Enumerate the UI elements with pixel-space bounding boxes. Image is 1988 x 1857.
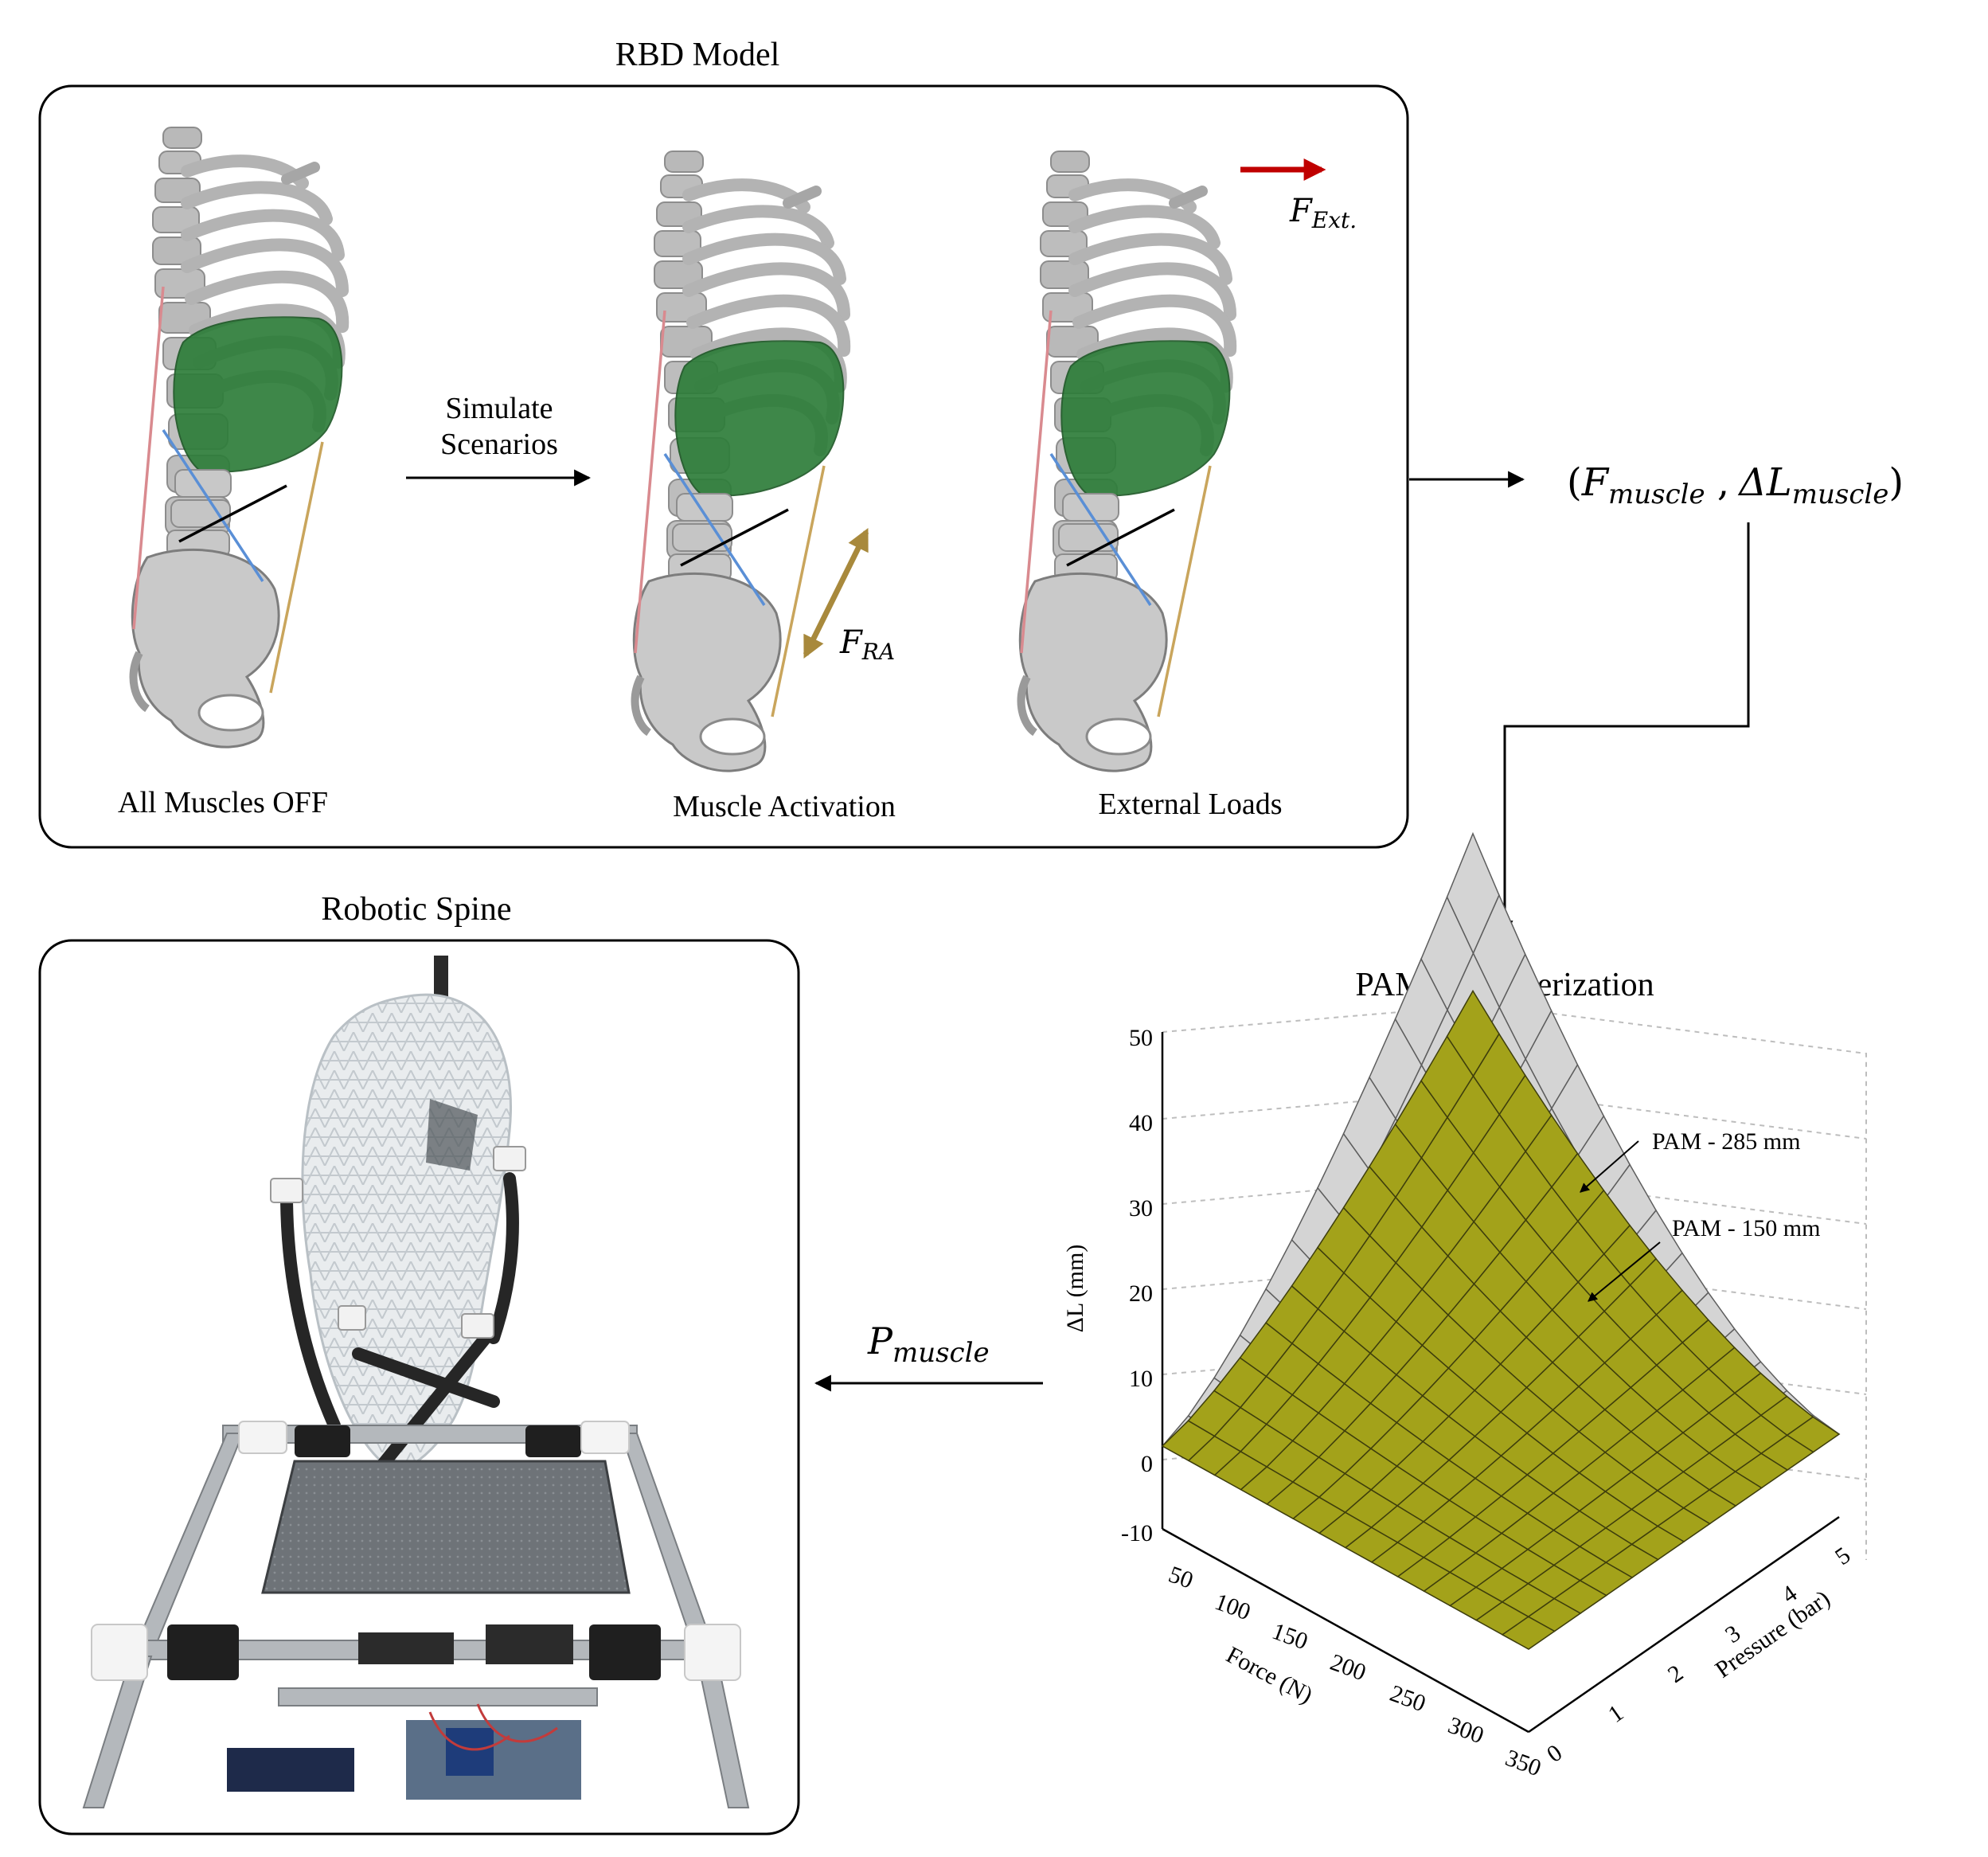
- clavicle: [281, 162, 320, 185]
- y-tick: 0: [1542, 1739, 1567, 1768]
- arrow-pam-150mm: [1588, 1241, 1661, 1302]
- simulate-label-line1: Simulate: [445, 392, 553, 425]
- mesh-detail: [426, 1099, 478, 1171]
- z-tick: 30: [1129, 1195, 1153, 1222]
- z-axis-label: ΔL (mm): [1062, 1245, 1088, 1333]
- x-tick: 300: [1444, 1712, 1487, 1749]
- x-tick: 100: [1211, 1589, 1254, 1625]
- label-pam-150mm: PAM - 150 mm: [1672, 1215, 1820, 1241]
- pam-actuators: [280, 1172, 519, 1472]
- rbd-model-title: RBD Model: [615, 37, 780, 73]
- z-tick: 10: [1129, 1366, 1153, 1392]
- z-tick: 0: [1141, 1451, 1153, 1477]
- output-tuple-label: (Fmuscle ,ΔLmuscle): [1567, 460, 1904, 510]
- abdominal-muscle: [173, 316, 343, 473]
- support-rod: [434, 956, 448, 1003]
- y-tick: 5: [1830, 1542, 1855, 1570]
- frame-corner-blocks: [167, 1425, 661, 1680]
- y-tick: 2: [1663, 1660, 1688, 1688]
- z-tick: 50: [1129, 1025, 1153, 1051]
- pressure-label: Pmuscle: [867, 1319, 990, 1369]
- force-ra-arrow: [803, 527, 869, 659]
- force-ra-label: FRA: [839, 624, 895, 665]
- z-tick: 40: [1129, 1110, 1153, 1136]
- label-pam-285mm: PAM - 285 mm: [1652, 1128, 1800, 1155]
- muscle-line-blue: [162, 429, 264, 582]
- pam-surface-plot: 50 40 30 20 10 0 -10 ΔL (mm) 50 100 150 …: [1062, 831, 1867, 1781]
- x-tick: 150: [1268, 1618, 1311, 1655]
- robot-photo: [82, 956, 750, 1808]
- connector-to-pam: [1496, 522, 1750, 938]
- skeleton-model-muscles-off: [129, 127, 350, 749]
- simulate-label-line2: Scenarios: [440, 428, 558, 461]
- mounting-brackets: [270, 1146, 526, 1339]
- pneumatic-valves: [227, 1624, 581, 1800]
- robotic-spine-title: Robotic Spine: [321, 891, 511, 928]
- x-tick: 50: [1166, 1561, 1197, 1593]
- muscle-line-pink: [132, 286, 165, 630]
- caption-all-muscles-off: All Muscles OFF: [118, 786, 328, 819]
- x-tick: 200: [1326, 1649, 1369, 1686]
- y-tick: 1: [1603, 1699, 1628, 1728]
- external-force-label: FExt.: [1289, 193, 1357, 233]
- z-tick: 20: [1129, 1280, 1153, 1307]
- frame-end-caps: [91, 1421, 741, 1681]
- x-tick: 250: [1386, 1680, 1429, 1717]
- muscle-line-black: [178, 484, 287, 543]
- pelvis-opening: [197, 694, 264, 732]
- z-axis-ticks: 50 40 30 20 10 0 -10: [1121, 1025, 1153, 1546]
- base-plate: [261, 1460, 631, 1594]
- caption-external-loads: External Loads: [1098, 788, 1282, 821]
- x-tick: 350: [1502, 1745, 1545, 1781]
- arrow-pam-285mm: [1580, 1140, 1639, 1193]
- rbd-model-panel: [38, 84, 1409, 849]
- sacrum: [129, 651, 150, 713]
- skeleton-model-muscle-activation: [634, 151, 844, 771]
- robotic-spine-panel: [38, 939, 800, 1835]
- skeleton-model-external-loads: [1020, 151, 1230, 771]
- caption-muscle-activation: Muscle Activation: [673, 790, 896, 823]
- muscle-line-tan: [269, 441, 324, 694]
- z-tick: -10: [1121, 1520, 1153, 1546]
- wiring: [428, 1703, 558, 1751]
- surface-cell: [1161, 1420, 1216, 1462]
- surface-pam-150mm: [1161, 989, 1841, 1650]
